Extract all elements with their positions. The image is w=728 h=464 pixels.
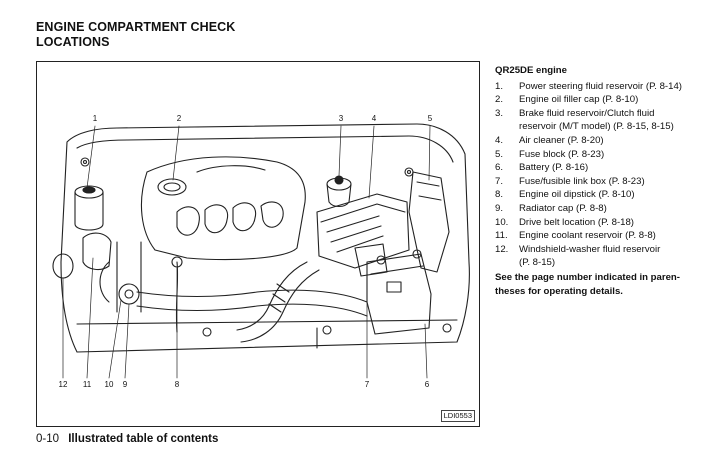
legend-item: reservoir (M/T model) (P. 8-15, 8-15) bbox=[495, 120, 710, 134]
legend-item-number: 8. bbox=[495, 189, 504, 201]
legend-item-number: 10. bbox=[495, 216, 509, 228]
legend-list: 1. Power steering fluid reservoir (P. 8-1… bbox=[495, 80, 710, 270]
callout-12: 12 bbox=[58, 380, 68, 389]
legend-item-number: 11. bbox=[495, 230, 508, 242]
legend-item-number: 2. bbox=[495, 94, 504, 106]
legend-note-line-1: See the page number indicated in paren- bbox=[495, 271, 680, 283]
callout-8: 8 bbox=[174, 380, 180, 389]
legend-item-number bbox=[495, 256, 519, 270]
figure-code: LDI0553 bbox=[440, 410, 475, 422]
legend-item-number: 5. bbox=[495, 148, 504, 160]
legend-item-number: 9. bbox=[495, 202, 504, 214]
legend-item: 10. Drive belt location (P. 8-18) bbox=[495, 216, 710, 230]
legend-item-number: 3. bbox=[495, 107, 504, 119]
legend-item-text: Fuse block (P. 8-23) bbox=[519, 148, 605, 160]
page-number: 0-10 bbox=[36, 433, 60, 445]
legend-note: See the page number indicated in paren- … bbox=[495, 271, 710, 298]
legend-item-text: Power steering fluid reservoir (P. 8-14) bbox=[519, 80, 682, 92]
legend-item-text: Radiator cap (P. 8-8) bbox=[519, 202, 607, 214]
legend-item-text: Engine oil dipstick (P. 8-10) bbox=[519, 189, 635, 201]
legend-item-number bbox=[495, 120, 519, 134]
legend-item: 8. Engine oil dipstick (P. 8-10) bbox=[495, 188, 710, 202]
legend-item-text: Engine oil filler cap (P. 8-10) bbox=[519, 94, 639, 106]
legend-item-number: 1. bbox=[495, 80, 504, 92]
page-title-line-2: LOCATIONS bbox=[36, 35, 110, 49]
engine-compartment-illustration: 1 2 3 4 5 12 11 10 9 8 7 6 LDI0553 bbox=[36, 61, 480, 427]
callout-2: 2 bbox=[176, 114, 182, 123]
legend-item-number: 4. bbox=[495, 134, 504, 146]
legend-heading: QR25DE engine bbox=[495, 65, 567, 76]
legend-item-text: Fuse/fusible link box (P. 8-23) bbox=[519, 175, 645, 187]
callout-7: 7 bbox=[364, 380, 370, 389]
legend-item-text: Windshield-washer fluid reservoir bbox=[519, 243, 661, 255]
callout-1: 1 bbox=[92, 114, 98, 123]
legend-item-number: 6. bbox=[495, 162, 504, 174]
legend-item-number: 7. bbox=[495, 175, 504, 187]
callout-11: 11 bbox=[82, 380, 92, 389]
legend-item: 2. Engine oil filler cap (P. 8-10) bbox=[495, 93, 710, 107]
engine-line-drawing bbox=[52, 123, 470, 379]
section-title: Illustrated table of contents bbox=[68, 433, 219, 445]
legend-item: 5. Fuse block (P. 8-23) bbox=[495, 148, 710, 162]
legend-item: 1. Power steering fluid reservoir (P. 8-1… bbox=[495, 80, 710, 94]
legend-item: 7. Fuse/fusible link box (P. 8-23) bbox=[495, 175, 710, 189]
legend-item: 3. Brake fluid reservoir/Clutch fluid bbox=[495, 107, 710, 121]
callout-5: 5 bbox=[427, 114, 433, 123]
legend-note-line-2: theses for operating details. bbox=[495, 285, 623, 297]
legend-item-text: Air cleaner (P. 8-20) bbox=[519, 134, 604, 146]
page-title: ENGINE COMPARTMENT CHECK LOCATIONS bbox=[36, 20, 235, 50]
callout-3: 3 bbox=[338, 114, 344, 123]
legend-item-number: 12. bbox=[495, 243, 509, 255]
legend-item: 11. Engine coolant reservoir (P. 8-8) bbox=[495, 229, 710, 243]
legend-item: 9. Radiator cap (P. 8-8) bbox=[495, 202, 710, 216]
legend-item-text: reservoir (M/T model) (P. 8-15, 8-15) bbox=[519, 121, 674, 133]
callout-9: 9 bbox=[122, 380, 128, 389]
legend-item: 4. Air cleaner (P. 8-20) bbox=[495, 134, 710, 148]
callout-6: 6 bbox=[424, 380, 430, 389]
legend-item: (P. 8-15) bbox=[495, 256, 710, 270]
page-footer: 0-10 Illustrated table of contents bbox=[36, 432, 218, 446]
callout-10: 10 bbox=[104, 380, 114, 389]
page-title-line-1: ENGINE COMPARTMENT CHECK bbox=[36, 20, 236, 34]
legend: QR25DE engine 1. Power steering fluid res… bbox=[495, 64, 710, 298]
callout-4: 4 bbox=[371, 114, 377, 123]
legend-item: 6. Battery (P. 8-16) bbox=[495, 161, 710, 175]
legend-item-text: Engine coolant reservoir (P. 8-8) bbox=[519, 230, 656, 242]
legend-item-text: Drive belt location (P. 8-18) bbox=[519, 216, 635, 228]
legend-item-text: (P. 8-15) bbox=[519, 257, 556, 269]
legend-item-text: Brake fluid reservoir/Clutch fluid bbox=[519, 107, 655, 119]
legend-item: 12. Windshield-washer fluid reservoir bbox=[495, 243, 710, 257]
legend-item-text: Battery (P. 8-16) bbox=[519, 162, 589, 174]
